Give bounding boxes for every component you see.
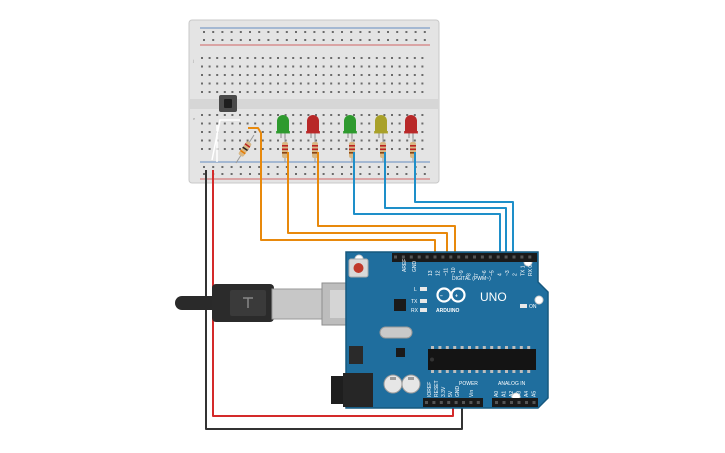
digital-pin-label: ~6	[482, 270, 488, 276]
digital-pin-label: RX 0	[528, 265, 534, 276]
atmega-chip	[428, 346, 536, 373]
regulator	[349, 346, 363, 364]
arduino-logo: − +	[436, 287, 466, 303]
digital-pin-label: 2	[513, 273, 519, 276]
svg-text:+: +	[455, 294, 458, 300]
row-letter-e: e	[193, 116, 196, 121]
ioref-label: IOREF	[427, 382, 433, 397]
vin-label: Vin	[469, 390, 475, 397]
wire-blue-led4	[384, 152, 507, 256]
digital-pin-label: 7	[474, 273, 480, 276]
led-yellow-1[interactable]	[374, 115, 388, 138]
tx-led	[420, 299, 427, 303]
power-label: POWER	[459, 381, 478, 387]
digital-pin-label: ~10	[451, 267, 457, 276]
led-green-1[interactable]	[276, 115, 290, 138]
digital-pin-label: 13	[428, 270, 434, 276]
resistor-1	[282, 138, 288, 162]
l-led	[420, 287, 427, 291]
svg-text:−: −	[440, 294, 443, 300]
tx-label: TX	[411, 299, 418, 305]
wire-blue-led5	[414, 152, 514, 256]
aref-label: AREF	[402, 259, 408, 272]
led-red-2[interactable]	[404, 115, 418, 138]
breadboard: j e	[188, 19, 440, 184]
reset-pin-label: RESET	[434, 380, 440, 397]
wire-orange-button	[248, 127, 436, 256]
brand-label: ARDUINO	[436, 308, 459, 314]
led-red-1[interactable]	[306, 115, 320, 138]
digital-pin-label: TX 1	[520, 265, 526, 276]
resistor-2	[312, 138, 318, 162]
digital-pin-label: 12	[436, 270, 442, 276]
usb-chip	[394, 299, 406, 311]
analog-pin-label: A1	[502, 391, 508, 397]
wire-orange-led2	[317, 152, 456, 256]
power-header	[423, 398, 483, 407]
digital-pin-label: ~3	[505, 270, 511, 276]
row-letter-j: j	[192, 58, 194, 63]
l-label: L	[414, 287, 417, 293]
digital-pin-label: 8	[467, 273, 473, 276]
reset-button[interactable]	[348, 258, 369, 278]
on-led	[520, 304, 527, 308]
analog-pin-label: A4	[524, 391, 530, 397]
small-ic	[396, 348, 405, 357]
rx-led	[420, 308, 427, 312]
power-jack	[331, 373, 373, 407]
analog-pin-label: A0	[494, 391, 500, 397]
wire-orange-led1	[287, 152, 448, 256]
gnd-label-top: GND	[412, 261, 418, 273]
wire-blue-led3	[353, 152, 501, 256]
pushbutton-wires	[211, 119, 240, 162]
pushbutton[interactable]	[219, 95, 237, 112]
rx-label: RX	[411, 308, 419, 314]
analog-label: ANALOG IN	[498, 381, 526, 387]
led-green-2[interactable]	[343, 115, 357, 138]
analog-pin-label: A2	[509, 391, 515, 397]
v5-label: 5V	[448, 390, 454, 397]
digital-pin-label: ~9	[459, 270, 465, 276]
on-label: ON	[529, 304, 537, 310]
model-label: UNO	[480, 290, 507, 304]
digital-label: DIGITAL (PWM~)	[452, 276, 491, 282]
resistor-5	[410, 138, 416, 162]
resistor-pulldown	[235, 134, 255, 164]
gnd-label-power: GND	[455, 386, 461, 398]
v33-label: 3.3V	[441, 386, 447, 397]
digital-pin-label: ~11	[443, 268, 449, 276]
resistor-3	[349, 138, 355, 162]
crystal	[379, 326, 413, 339]
digital-pin-label: 4	[497, 273, 503, 276]
analog-pin-label: A5	[532, 391, 538, 397]
capacitor-2	[401, 374, 421, 394]
analog-header	[492, 398, 538, 407]
analog-pin-label: A3	[517, 391, 523, 397]
digital-header	[392, 253, 537, 262]
digital-pin-label: ~5	[490, 270, 496, 276]
